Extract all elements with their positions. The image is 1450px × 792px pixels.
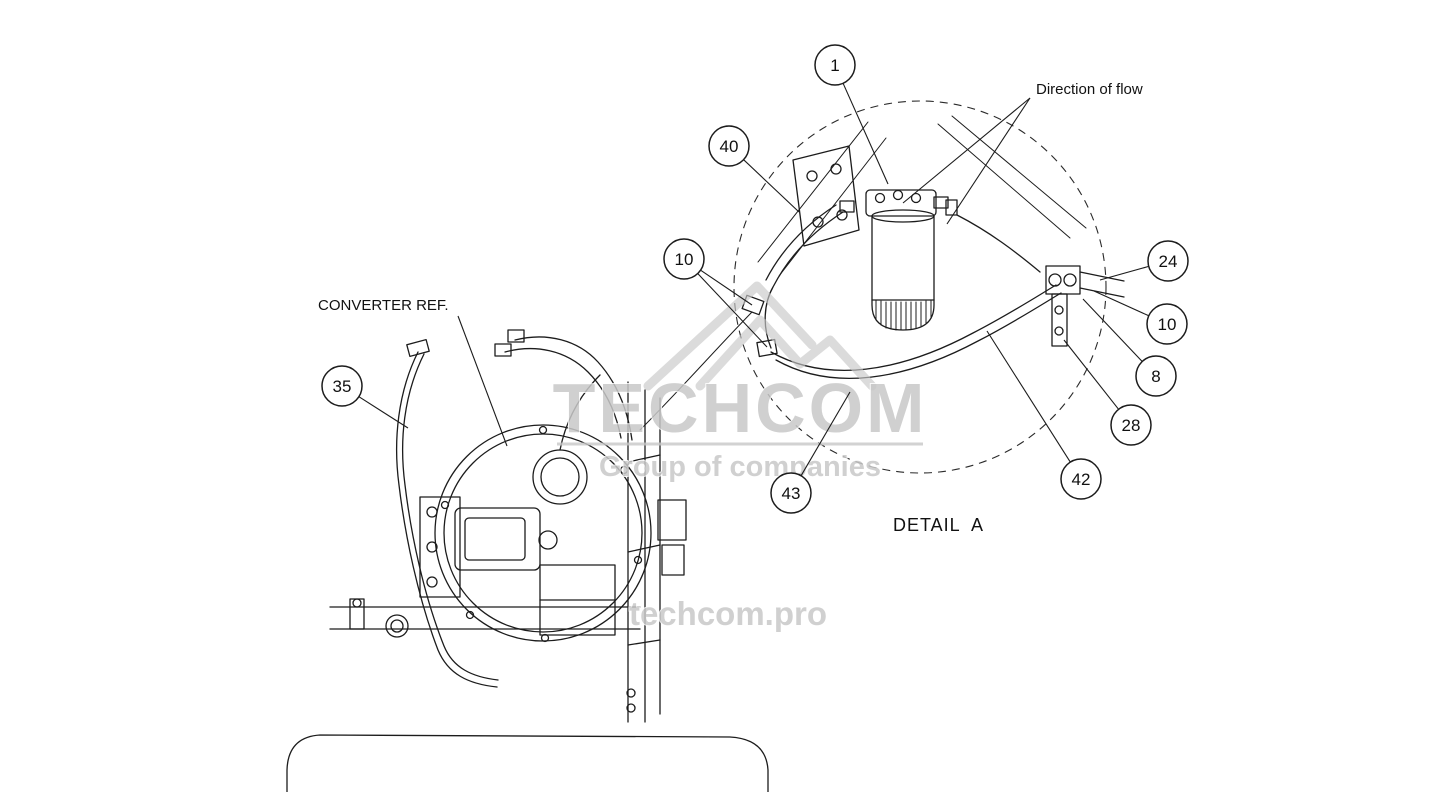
filter-bracket bbox=[792, 145, 860, 247]
callout-balloon-43-8[interactable]: 43 bbox=[770, 472, 812, 514]
callout-balloon-24-3[interactable]: 24 bbox=[1147, 240, 1189, 282]
frame-tub-outline bbox=[286, 734, 769, 792]
callout-leader-line bbox=[842, 83, 889, 185]
watermark: TECHCOM Group of companies techcom.pro bbox=[552, 281, 928, 633]
direction-of-flow-label: Direction of flow bbox=[1036, 81, 1143, 98]
long-hose bbox=[770, 284, 1057, 372]
callout-leader-line bbox=[800, 391, 851, 476]
callout-leader-line bbox=[358, 396, 409, 429]
svg-text:10: 10 bbox=[675, 250, 694, 269]
detail-boundary-circle bbox=[733, 100, 1107, 474]
clamp-strap bbox=[1051, 293, 1068, 347]
watermark-site-url: techcom.pro bbox=[629, 595, 827, 632]
detail-a-view bbox=[733, 100, 1125, 474]
callout-balloon-40-1[interactable]: 40 bbox=[708, 125, 750, 167]
callout-balloon-35-9[interactable]: 35 bbox=[321, 365, 363, 407]
watermark-subtitle: Group of companies bbox=[599, 451, 881, 483]
callout-balloon-8-5[interactable]: 8 bbox=[1135, 355, 1177, 397]
callout-leader-line bbox=[986, 330, 1071, 463]
hose-clamp-block bbox=[1045, 265, 1081, 295]
callout-layer: 1 40 10 24 10 8 28 42 43 35 bbox=[321, 44, 1189, 514]
detail-a-caption: DETAIL A bbox=[893, 515, 984, 535]
callout-balloon-42-7[interactable]: 42 bbox=[1060, 458, 1102, 500]
svg-text:35: 35 bbox=[333, 377, 352, 396]
callout-leader-line bbox=[1082, 298, 1143, 362]
label-leaders bbox=[457, 97, 1031, 447]
callout-leader-line bbox=[743, 159, 800, 213]
svg-text:43: 43 bbox=[782, 484, 801, 503]
watermark-brand: TECHCOM bbox=[553, 369, 928, 447]
callout-balloon-10-2[interactable]: 10 bbox=[663, 238, 705, 280]
callout-leader-line bbox=[1099, 265, 1149, 281]
pump-block bbox=[454, 507, 541, 571]
svg-text:24: 24 bbox=[1159, 252, 1178, 271]
callout-balloon-1-0[interactable]: 1 bbox=[814, 44, 856, 86]
filter-body bbox=[871, 215, 935, 331]
filter-inlet-hose bbox=[764, 211, 844, 349]
techcom-logo-icon bbox=[643, 281, 877, 391]
callout-leader-line bbox=[1063, 339, 1120, 410]
svg-text:40: 40 bbox=[720, 137, 739, 156]
svg-text:1: 1 bbox=[830, 56, 839, 75]
svg-text:10: 10 bbox=[1158, 315, 1177, 334]
callout-balloon-10-4[interactable]: 10 bbox=[1146, 303, 1188, 345]
converter-ref-label: CONVERTER REF. bbox=[318, 297, 449, 314]
callout-leader-line bbox=[700, 269, 753, 306]
callout-leader-line bbox=[697, 273, 768, 348]
mount-bracket bbox=[419, 496, 461, 598]
filter-head bbox=[865, 189, 937, 217]
callout-balloon-28-6[interactable]: 28 bbox=[1110, 404, 1152, 446]
svg-text:42: 42 bbox=[1072, 470, 1091, 489]
svg-text:8: 8 bbox=[1151, 367, 1160, 386]
svg-text:28: 28 bbox=[1122, 416, 1141, 435]
left-hose bbox=[395, 351, 498, 688]
callout-leader-line bbox=[1093, 290, 1150, 317]
converter-assembly-drawing bbox=[286, 311, 769, 792]
